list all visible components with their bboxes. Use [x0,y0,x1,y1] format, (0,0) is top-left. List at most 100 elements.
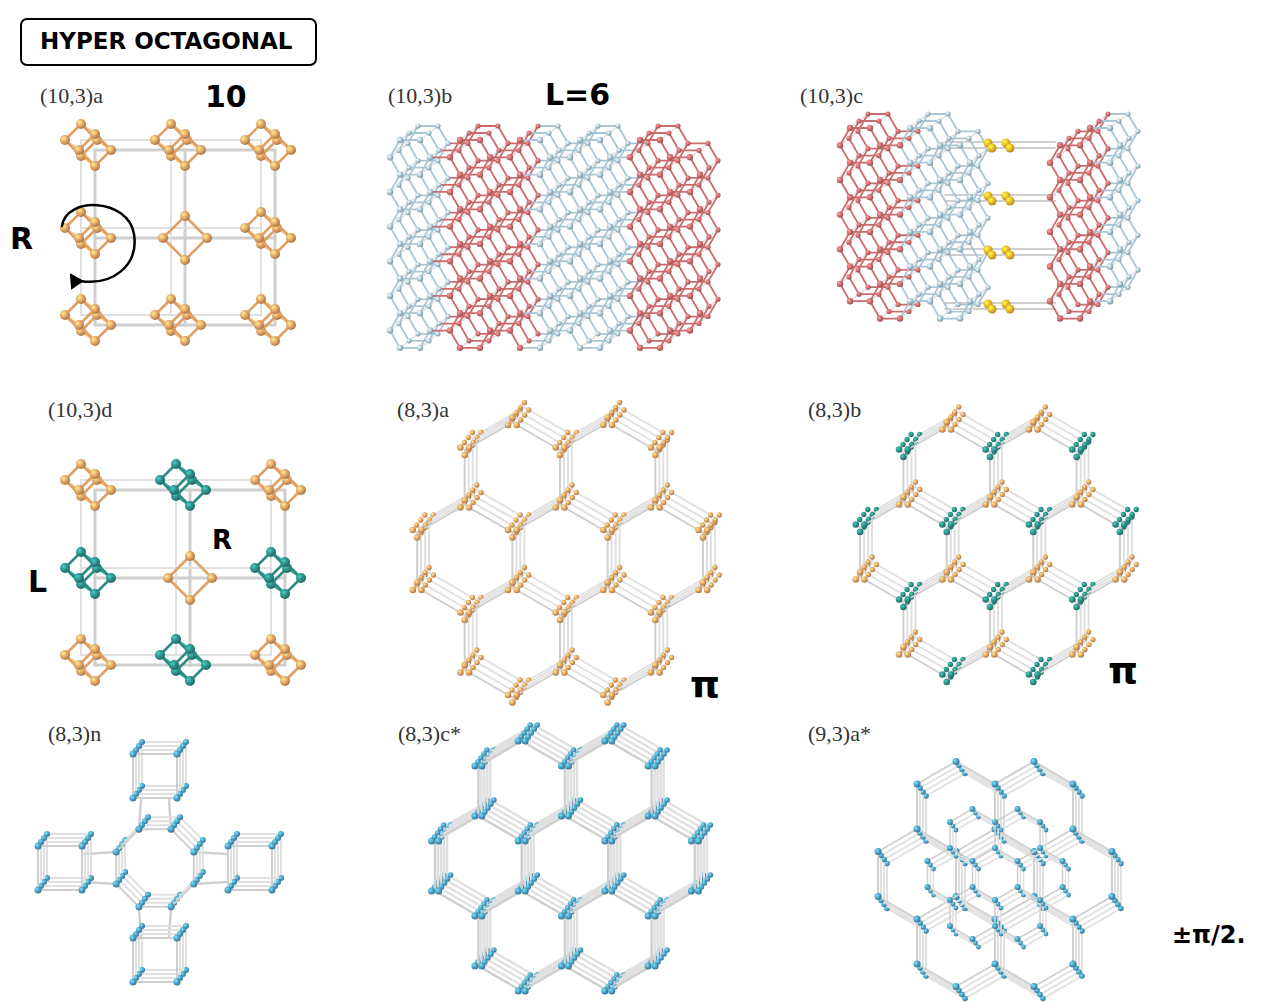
atom [561,657,566,662]
atom [987,454,994,461]
atom [526,407,531,412]
atom [158,233,168,243]
atom [996,647,1001,652]
bond [477,916,480,966]
bond [614,883,657,908]
bond [1076,833,1115,856]
bond [565,891,608,916]
atom [695,587,702,594]
bond [1078,792,1080,837]
atom [996,497,1001,502]
bond [620,655,668,683]
atom [896,446,903,453]
bond [1076,901,1115,924]
bond [525,812,568,837]
atom [695,527,702,534]
bond [528,733,571,758]
atom [948,521,955,528]
atom [601,838,608,845]
atom [180,336,190,346]
bond [860,577,903,602]
atom [645,813,652,820]
bond [1037,766,1076,789]
atom [1026,521,1033,528]
bond [920,968,959,991]
atom [280,589,290,599]
atom [931,867,936,872]
atom [513,517,518,522]
atom [954,828,959,833]
atom [565,913,572,920]
bond [911,642,954,667]
atom [1069,826,1076,833]
atom [992,961,999,968]
bond [975,891,998,904]
atom [517,677,522,682]
bond [478,891,521,916]
atom [552,669,559,676]
bond [655,812,698,837]
bond [520,413,568,441]
bond [468,610,470,665]
atom [905,489,910,494]
atom [695,888,702,895]
bond [881,901,920,924]
bond [520,578,568,606]
atom [661,500,666,505]
bond [522,741,565,766]
bond [1078,927,1080,972]
atom [600,422,607,429]
atom [106,233,116,243]
atom [900,454,907,461]
atom [601,988,608,995]
bond [868,567,911,592]
atom [939,671,946,678]
atom [914,916,921,923]
bond [975,852,998,865]
bond [1001,972,1040,995]
atom [478,963,485,970]
atom [270,161,280,171]
atom [943,679,950,686]
bond [478,966,521,991]
atom [561,435,566,440]
bond [1072,919,1074,964]
atom [617,577,622,582]
atom [74,660,84,670]
atom [201,485,211,495]
bond [955,642,998,667]
atom [709,582,714,587]
atom [515,888,522,895]
atom [561,444,568,451]
atom [557,617,564,624]
atom [645,913,652,920]
atom [960,412,965,417]
atom [852,521,859,528]
bond [994,572,1037,597]
atom [1066,893,1071,898]
atom [461,452,468,459]
atom [904,596,911,603]
atom [865,559,870,564]
bond [658,808,701,833]
bond [1001,770,1040,793]
atom [557,440,562,445]
atom [600,527,607,534]
atom [953,983,960,990]
atom [1043,554,1048,559]
atom [604,414,611,421]
atom [428,888,435,895]
atom [1078,437,1083,442]
atom [917,637,922,642]
atom [1129,554,1134,559]
atom [74,320,84,330]
atom [1035,414,1040,419]
bond [915,637,958,662]
atom [704,575,709,580]
bond [568,812,611,837]
bond [607,841,610,891]
atom [1086,629,1091,634]
atom [471,763,478,770]
atom [617,565,622,570]
atom [866,572,871,577]
